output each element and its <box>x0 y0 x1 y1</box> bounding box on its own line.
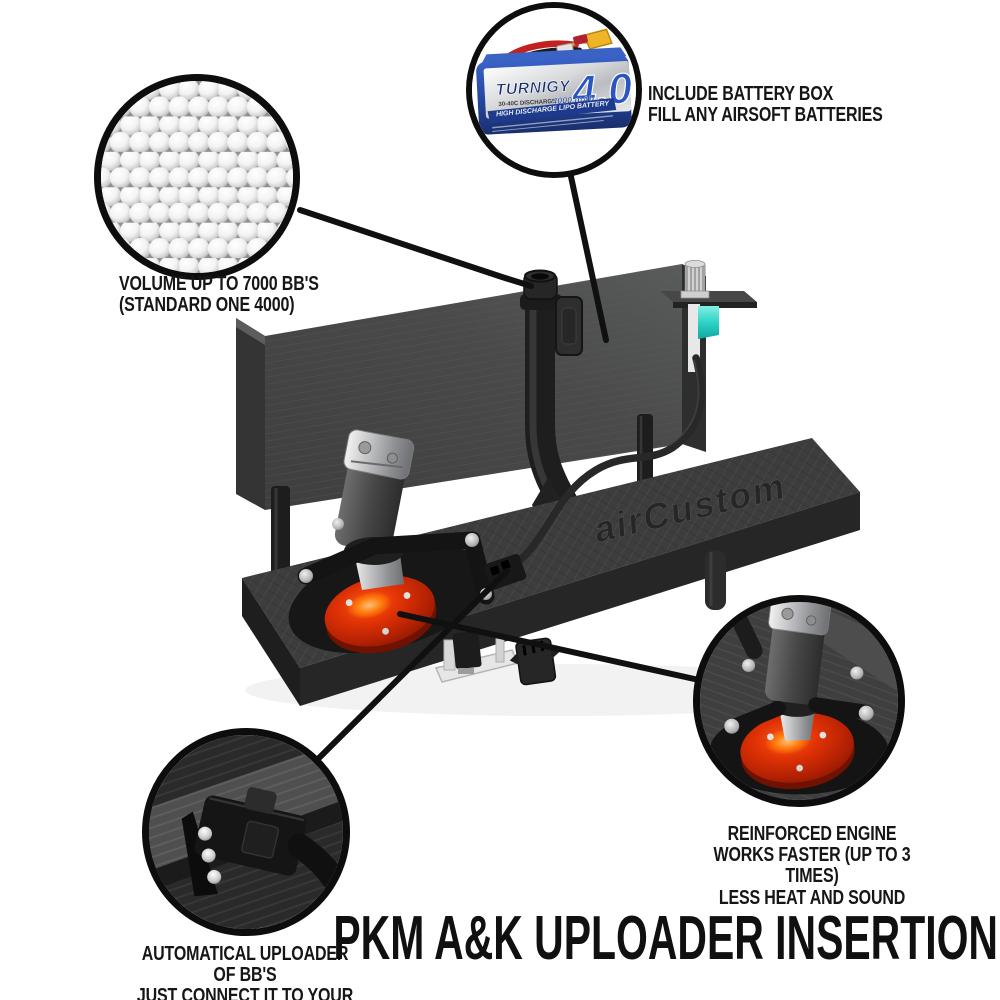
caption-line: LESS HEAT AND SOUND <box>718 886 906 909</box>
connector-pin <box>198 826 213 841</box>
bb-balls-texture <box>101 81 293 273</box>
inset-connector-photo <box>142 728 350 936</box>
caption-line: WORKS FASTER (UP TO 3 TIMES) <box>713 844 911 888</box>
battery-spec: 30-40C DISCHARGE <box>498 99 556 108</box>
caption-line: INCLUDE BATTERY BOX <box>648 83 834 105</box>
inset-engine-photo <box>693 595 905 807</box>
main-title: PKM A&K UPLOADER INSERTION <box>333 904 998 973</box>
red-rotor-disc-zoom <box>740 712 855 790</box>
caption-engine: REINFORCED ENGINE WORKS FASTER (UP TO 3 … <box>708 823 916 909</box>
callout-line-engine <box>397 611 702 683</box>
lipo-battery: TURNIGY 4.0 30-40C DISCHARGE 4000 mAh HI… <box>476 28 634 135</box>
caption-connector: AUTOMATICAL UPLOADER OF BB'S JUST CONNEC… <box>129 943 361 1000</box>
mount-arms <box>297 531 495 605</box>
connector-pin <box>201 848 216 863</box>
floor-parts <box>434 631 561 686</box>
caption-line: JUST CONNECT IT TO YOUR BATTERY <box>136 985 354 1000</box>
power-wire <box>502 354 705 571</box>
base-peg-leg <box>705 550 726 610</box>
caption-line: AUTOMATICAL UPLOADER OF BB'S <box>141 943 349 987</box>
caption-line: FILL ANY AIRSOFT BATTERIES <box>648 104 883 127</box>
caption-line: VOLUME UP TO 7000 BB'S <box>119 273 319 295</box>
caption-battery: INCLUDE BATTERY BOX FILL ANY AIRSOFT BAT… <box>648 83 883 127</box>
connector-pin <box>207 869 222 884</box>
teal-sticker <box>698 306 719 339</box>
caption-bbs: VOLUME UP TO 7000 BB'S (STANDARD ONE 400… <box>119 273 319 317</box>
inset-battery-photo: TURNIGY 4.0 30-40C DISCHARGE 4000 mAh HI… <box>466 2 642 178</box>
callout-line-battery <box>567 169 609 343</box>
battery-banner <box>487 98 617 124</box>
motor-assembly <box>288 429 495 654</box>
xt60-connector <box>583 28 613 50</box>
callout-line-connector <box>316 568 510 761</box>
battery-brand: TURNIGY <box>495 78 571 99</box>
adjustment-knob <box>684 263 706 295</box>
knob-shelf <box>660 259 757 372</box>
caption-line: REINFORCED ENGINE <box>727 823 897 845</box>
caption-line: (STANDARD ONE 4000) <box>119 294 295 317</box>
red-rotor-disc <box>324 575 437 654</box>
clear-bracket-part <box>434 631 520 683</box>
callout-line-bbs <box>297 207 534 289</box>
motor-body <box>334 429 415 553</box>
inset-bbs-photo <box>94 74 300 280</box>
motor-body-zoom <box>765 602 832 705</box>
